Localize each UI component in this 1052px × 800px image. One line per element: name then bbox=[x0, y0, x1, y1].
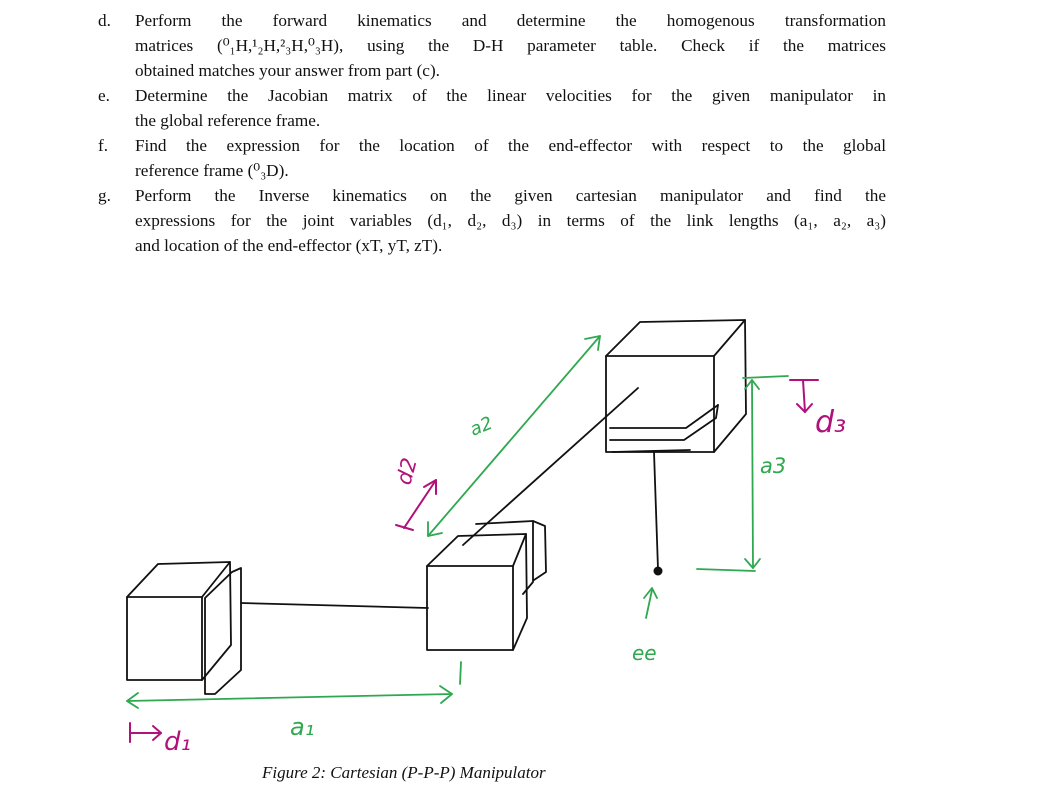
item-line: Determine the Jacobian matrix of the lin… bbox=[135, 86, 886, 105]
question-list: d. Perform the forward kinematics and de… bbox=[96, 8, 886, 258]
question-item-e: e. Determine the Jacobian matrix of the … bbox=[96, 83, 886, 133]
top-cube bbox=[605, 319, 747, 453]
link-a1 bbox=[240, 602, 429, 609]
arrow-d3 bbox=[789, 379, 819, 413]
end-effector-rod bbox=[653, 451, 659, 570]
item-line: Perform the forward kinematics and deter… bbox=[135, 11, 886, 30]
item-line: Perform the Inverse kinematics on the gi… bbox=[135, 186, 886, 205]
item-marker: e. bbox=[98, 86, 110, 105]
question-item-g: g. Perform the Inverse kinematics on the… bbox=[96, 183, 886, 258]
dim-a3 bbox=[696, 375, 789, 572]
item-marker: d. bbox=[98, 11, 111, 30]
label-a1: a₁ bbox=[290, 713, 314, 741]
label-a2: a2 bbox=[467, 413, 496, 441]
base-plate bbox=[204, 567, 242, 695]
label-ee: ee bbox=[632, 641, 657, 665]
arrow-ee bbox=[643, 587, 658, 619]
arrow-d2 bbox=[395, 479, 437, 531]
question-item-d: d. Perform the forward kinematics and de… bbox=[96, 8, 886, 83]
dim-a1 bbox=[126, 661, 462, 709]
label-a3: a3 bbox=[760, 454, 786, 478]
link-a2 bbox=[462, 387, 639, 546]
figure-caption: Figure 2: Cartesian (P-P-P) Manipulator bbox=[262, 763, 546, 782]
middle-cube bbox=[426, 533, 528, 651]
item-line: obtained matches your answer from part (… bbox=[135, 61, 440, 80]
item-marker: g. bbox=[98, 186, 111, 205]
end-effector-point bbox=[653, 566, 663, 576]
arrow-d1 bbox=[129, 722, 162, 743]
item-line: Find the expression for the location of … bbox=[135, 136, 886, 155]
item-line: reference frame (⁰₃D). bbox=[135, 161, 289, 180]
item-line: and location of the end-effector (xT, yT… bbox=[135, 236, 443, 255]
dim-a2 bbox=[427, 335, 601, 537]
middle-plate bbox=[475, 520, 547, 595]
item-line: expressions for the joint variables (d₁,… bbox=[135, 211, 886, 230]
item-line: matrices (⁰₁H,¹₂H,²₃H,⁰₃H), using the D-… bbox=[135, 36, 886, 55]
base-cube bbox=[126, 561, 232, 681]
question-item-f: f. Find the expression for the location … bbox=[96, 133, 886, 183]
label-d3: d₃ bbox=[815, 405, 846, 440]
label-d1: d₁ bbox=[164, 727, 191, 757]
top-plate bbox=[609, 404, 719, 453]
item-line: the global reference frame. bbox=[135, 111, 321, 130]
label-d2: d2 bbox=[392, 455, 422, 487]
item-marker: f. bbox=[98, 136, 109, 155]
